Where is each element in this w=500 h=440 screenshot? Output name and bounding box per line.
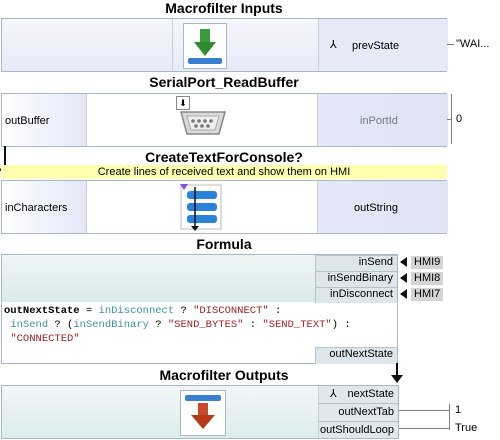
prevstate-value[interactable]: "WAI... — [456, 38, 490, 50]
port-outshouldloop[interactable]: outShouldLoop — [319, 424, 394, 436]
formula-port-insendbinary[interactable]: inSendBinary — [315, 271, 397, 287]
port-outstring[interactable]: outString — [354, 202, 399, 214]
port-outbuffer[interactable]: outBuffer — [5, 115, 50, 127]
formula-block[interactable]: inSend inSendBinary inDisconnect outNext… — [1, 254, 398, 364]
hmi8-tag[interactable]: HMI8 — [411, 272, 444, 285]
hmi7-arrow-icon — [400, 289, 407, 299]
macrofilter-outputs-block[interactable]: ⅄ nextState outNextTab outShouldLoop — [1, 385, 399, 439]
serial-port-icon — [179, 108, 227, 141]
outshouldloop-value[interactable]: True — [455, 422, 478, 434]
hmi8-arrow-icon — [400, 273, 407, 283]
input-arrow-icon — [183, 23, 227, 69]
macrofilter-inputs-title: Macrofilter Inputs — [165, 0, 283, 16]
loop-list-icon — [177, 183, 223, 231]
fork-icon: ⅄ — [330, 39, 337, 51]
createtext-block[interactable]: inCharacters outString — [1, 180, 448, 234]
readbuffer-block[interactable]: outBuffer inPortId ⬇ — [1, 93, 448, 147]
macrofilter-inputs-block[interactable]: ⅄ prevState — [1, 18, 448, 72]
formula-code[interactable]: outNextState = inDisconnect ? "DISCONNEC… — [4, 305, 351, 345]
formula-port-indisconnect[interactable]: inDisconnect — [315, 287, 397, 303]
fork-out-icon: ⅄ — [330, 388, 337, 400]
outnexttab-value[interactable]: 1 — [455, 404, 462, 416]
hmi9-arrow-icon — [400, 257, 407, 267]
port-inportid[interactable]: inPortId — [360, 115, 398, 127]
port-outnexttab[interactable]: outNextTab — [338, 406, 394, 418]
formula-title: Formula — [196, 236, 252, 252]
port-nextstate[interactable]: nextState — [347, 388, 394, 400]
hmi9-tag[interactable]: HMI9 — [411, 256, 444, 269]
readbuffer-title: SerialPort_ReadBuffer — [149, 74, 299, 90]
createtext-title: CreateTextForConsole? — [145, 149, 303, 165]
down-arrow-small-icon: ⬇ — [176, 96, 190, 110]
formula-port-insend[interactable]: inSend — [315, 255, 397, 271]
hmi7-tag[interactable]: HMI7 — [411, 288, 444, 301]
formula-port-outnextstate[interactable]: outNextState — [315, 347, 397, 364]
createtext-comment: Create lines of received text and show t… — [1, 165, 447, 179]
macrofilter-outputs-title: Macrofilter Outputs — [159, 367, 289, 383]
port-prevstate[interactable]: prevState — [352, 40, 400, 52]
port-incharacters[interactable]: inCharacters — [5, 202, 68, 214]
output-arrow-icon — [180, 390, 226, 436]
inportid-value[interactable]: 0 — [456, 113, 463, 125]
